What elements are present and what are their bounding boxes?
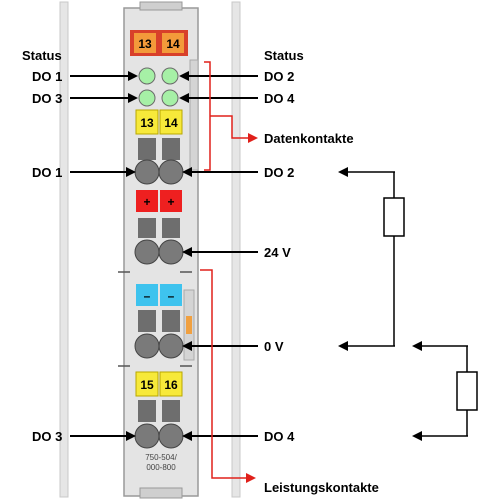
model-number-line2: 000-800	[146, 463, 176, 472]
led-do1	[138, 67, 156, 85]
module-side-strip	[189, 59, 199, 171]
terminal-slot-1a	[138, 138, 156, 160]
label-do3-status: DO 3	[32, 91, 62, 106]
load1-resistor	[383, 197, 405, 237]
bottom-chip-right	[159, 371, 183, 397]
load2-resistor	[456, 371, 478, 411]
minus-chip-left-label: –	[144, 289, 151, 303]
plus-chip-left-label: +	[143, 195, 150, 209]
terminal-clamp-do4	[158, 423, 184, 449]
bottom-chip-left	[135, 371, 159, 397]
terminal-clamp-do2	[158, 159, 184, 185]
yellow-chip-right-label: 14	[164, 116, 178, 130]
terminal-slot-2b	[162, 218, 180, 238]
status-label-left: Status	[22, 48, 62, 63]
leistungskontakte-bracket	[200, 269, 256, 483]
yellow-chip-left-label: 13	[140, 116, 154, 130]
plus-chip-right	[160, 190, 182, 212]
terminal-clamp-24v-b	[158, 239, 184, 265]
terminal-clamp-do1	[134, 159, 160, 185]
model-number-line1: 750-504/	[145, 453, 177, 462]
terminal-clamp-do3	[134, 423, 160, 449]
right-rail	[231, 1, 241, 498]
led-do4	[161, 89, 179, 107]
label-leistungskontakte: Leistungskontakte	[264, 480, 379, 495]
label-24v: 24 V	[264, 245, 291, 260]
label-do3-wire: DO 3	[32, 429, 62, 444]
label-do2-wire: DO 2	[264, 165, 294, 180]
top-chip-left	[134, 33, 156, 53]
status-label-right: Status	[264, 48, 304, 63]
top-chip-right-label: 14	[166, 37, 180, 51]
terminal-clamp-0v-b	[158, 333, 184, 359]
module-top-clip	[139, 1, 183, 11]
label-do4-status: DO 4	[264, 91, 295, 106]
label-0v: 0 V	[264, 339, 284, 354]
orange-contact	[186, 316, 192, 334]
minus-chip-right	[160, 284, 182, 306]
datenkontakte-arrow	[210, 115, 258, 143]
plus-chip-left	[136, 190, 158, 212]
terminal-slot-4b	[162, 400, 180, 422]
label-do4-wire: DO 4	[264, 429, 295, 444]
terminal-slot-3a	[138, 310, 156, 332]
minus-chip-left	[136, 284, 158, 306]
top-chip-right	[162, 33, 184, 53]
module-bottom-clip	[139, 487, 183, 499]
datenkontakte-bracket	[204, 61, 211, 171]
minus-chip-right-label: –	[168, 289, 175, 303]
label-datenkontakte: Datenkontakte	[264, 131, 354, 146]
led-do3	[138, 89, 156, 107]
terminal-clamp-0v-a	[134, 333, 160, 359]
terminal-slot-1b	[162, 138, 180, 160]
terminal-clamp-24v-a	[134, 239, 160, 265]
label-do1-status: DO 1	[32, 69, 62, 84]
terminal-slot-2a	[138, 218, 156, 238]
terminal-slot-4a	[138, 400, 156, 422]
label-do2-status: DO 2	[264, 69, 294, 84]
yellow-chip-right	[159, 109, 183, 135]
yellow-chip-left	[135, 109, 159, 135]
top-chip-left-label: 13	[138, 37, 152, 51]
terminal-slot-3b	[162, 310, 180, 332]
bottom-chip-right-label: 16	[164, 378, 178, 392]
bottom-chip-left-label: 15	[140, 378, 154, 392]
plus-chip-right-label: +	[167, 195, 174, 209]
led-do2	[161, 67, 179, 85]
left-rail	[59, 1, 69, 498]
label-do1-wire: DO 1	[32, 165, 62, 180]
